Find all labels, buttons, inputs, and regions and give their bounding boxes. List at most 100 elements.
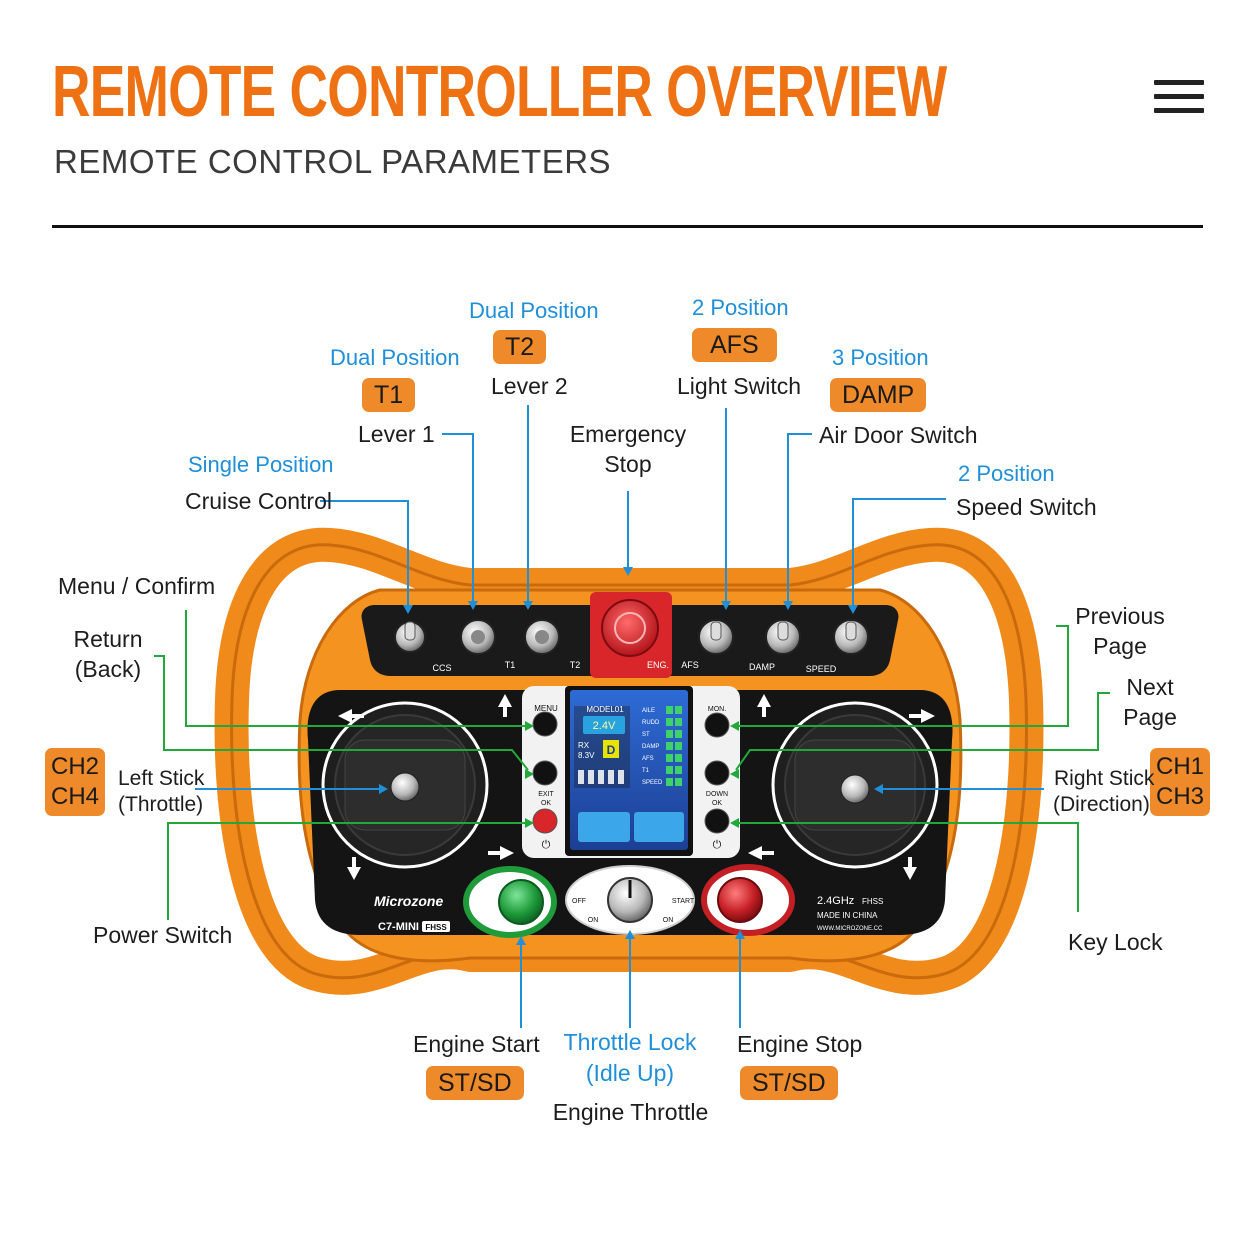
left-stick[interactable]	[321, 701, 489, 869]
svg-text:RUDD: RUDD	[642, 720, 660, 726]
screen-rx: RX	[578, 741, 590, 750]
engine-stop-tag: ST/SD	[740, 1066, 838, 1100]
lock-icon: ⏻	[713, 839, 722, 851]
emergency-stop-button[interactable]	[601, 599, 659, 657]
leader-t1	[442, 433, 474, 604]
knob-label-start: START	[672, 898, 695, 905]
engine-throttle-knob[interactable]	[607, 877, 653, 923]
page-subtitle: REMOTE CONTROL PARAMETERS	[54, 143, 612, 180]
key-lock-button[interactable]	[704, 808, 730, 834]
arrow-right-icon	[909, 709, 935, 723]
power-switch-label: Power Switch	[93, 922, 233, 948]
power-switch-button[interactable]	[532, 808, 558, 834]
emergency-stop-label-1: Emergency	[569, 421, 687, 447]
arrow-left-icon	[748, 846, 774, 860]
knob-label-on-right: ON	[663, 917, 674, 924]
emergency-stop-label-2: Stop	[604, 451, 652, 477]
screen-voltage: 2.4V	[593, 720, 616, 732]
hamburger-menu-icon[interactable]	[1154, 80, 1204, 116]
leader-power	[167, 822, 528, 920]
return-back-button[interactable]	[532, 760, 558, 786]
leader-speed	[852, 498, 946, 608]
leader-previous	[736, 625, 1069, 727]
t1-tag: T1	[362, 378, 416, 412]
menu-confirm-label: Menu / Confirm	[58, 573, 216, 599]
left-stick-label-1: Left Stick	[118, 767, 205, 790]
header-divider	[52, 225, 1203, 228]
damp-type-label: 3 Position	[832, 345, 929, 370]
model-badge: FHSS	[425, 923, 447, 932]
next-page-button[interactable]	[704, 760, 730, 786]
engine-start-label: Engine Start	[413, 1031, 540, 1057]
menu-confirm-button[interactable]	[532, 711, 558, 737]
toggle-speed[interactable]	[833, 619, 869, 655]
switch-label-t2: T2	[570, 660, 581, 670]
left-channel-ch2: CH2	[50, 753, 99, 780]
toggle-t2[interactable]	[524, 619, 560, 655]
right-stick[interactable]	[771, 701, 939, 869]
left-channel-tag: CH2 CH4	[45, 748, 105, 816]
btn-label-mon: MON.	[708, 706, 726, 713]
screen-model: MODEL01	[586, 705, 624, 714]
return-label-2: (Back)	[74, 656, 142, 682]
previous-page-label-2: Page	[1093, 633, 1147, 659]
previous-page-button[interactable]	[704, 712, 730, 738]
svg-text:ST: ST	[642, 732, 650, 738]
toggle-damp[interactable]	[765, 619, 801, 655]
damp-tag: DAMP	[830, 378, 927, 412]
t1-type-label: Dual Position	[330, 345, 460, 370]
arrow-down-icon	[347, 857, 361, 880]
arrow-down-icon	[903, 857, 917, 880]
switch-label-damp: DAMP	[749, 662, 775, 672]
leader-menu	[185, 610, 528, 727]
switch-label-t1: T1	[505, 660, 516, 670]
toggle-ccs[interactable]	[394, 621, 426, 653]
btn-label-down: DOWN	[706, 791, 728, 798]
engine-stop-label: Engine Stop	[737, 1031, 863, 1057]
power-icon: ⏻	[542, 839, 551, 851]
engine-throttle-label: Engine Throttle	[552, 1099, 709, 1125]
btn-label-exit: EXIT	[538, 791, 554, 798]
cruise-type-label: Single Position	[188, 452, 334, 477]
svg-text:SPEED: SPEED	[642, 780, 663, 786]
knob-label-off: OFF	[572, 898, 586, 905]
afs-type-label: 2 Position	[692, 295, 789, 320]
next-page-label-2: Page	[1123, 704, 1177, 730]
afs-tag: AFS	[692, 328, 777, 362]
screen-channel-rows: AILE RUDD ST DAMP AFS T1 SPEED	[642, 708, 663, 786]
brand-logo: Microzone	[374, 893, 443, 909]
engine-stop-button[interactable]	[717, 877, 763, 923]
leader-keylock	[736, 822, 1079, 912]
svg-text:AFS: AFS	[642, 756, 654, 762]
engine-start-button[interactable]	[498, 879, 544, 925]
switch-label-speed: SPEED	[806, 664, 837, 674]
return-label-1: Return	[73, 626, 143, 652]
right-stick-label-2: (Direction)	[1053, 793, 1150, 816]
engine-start-tag: ST/SD	[426, 1066, 524, 1100]
speed-type-label: 2 Position	[958, 461, 1055, 486]
btn-label-ok: OK	[541, 800, 551, 807]
cruise-control-label: Cruise Control	[185, 488, 332, 514]
svg-text:AILE: AILE	[642, 708, 655, 714]
svg-text:DAMP: DAMP	[642, 744, 659, 750]
frequency-label: 2.4GHz	[817, 895, 854, 907]
leader-next	[735, 692, 1110, 771]
light-switch-label: Light Switch	[677, 373, 802, 399]
right-stick-label-1: Right Stick	[1054, 767, 1155, 790]
toggle-afs[interactable]	[698, 619, 734, 655]
air-door-switch-label: Air Door Switch	[819, 422, 978, 448]
arrow-up-icon	[757, 694, 771, 717]
t2-tag: T2	[493, 330, 547, 364]
toggle-t1[interactable]	[460, 619, 496, 655]
t2-type-label: Dual Position	[469, 298, 599, 323]
throttle-lock-label-1: Throttle Lock	[563, 1029, 697, 1055]
made-in-label: MADE IN CHINA	[817, 911, 878, 920]
svg-text:T1: T1	[642, 768, 650, 774]
screen-rx-voltage: 8.3V	[578, 751, 595, 760]
arrow-right-icon	[488, 846, 514, 860]
arrow-left-icon	[338, 709, 364, 723]
switch-label-eng: ENG.	[647, 660, 669, 670]
left-stick-label-2: (Throttle)	[118, 793, 204, 816]
leader-cruise	[320, 500, 409, 608]
